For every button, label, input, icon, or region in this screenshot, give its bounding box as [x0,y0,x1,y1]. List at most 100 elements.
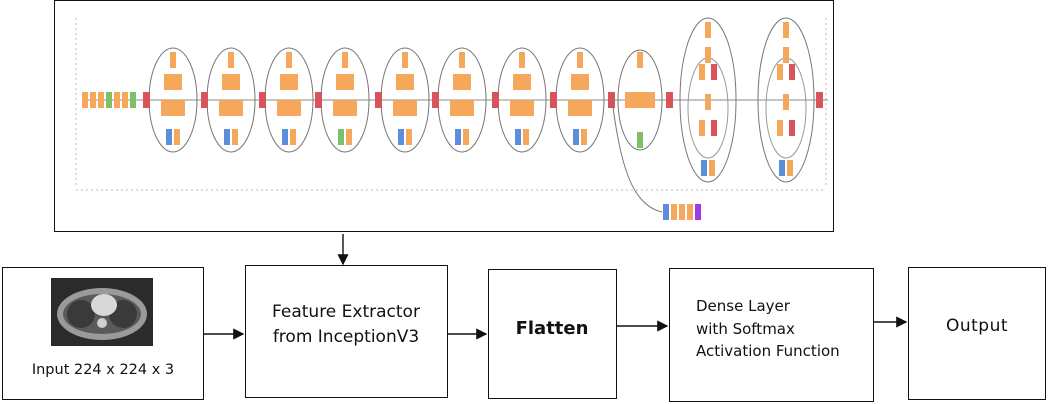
module-branch-layer [411,100,417,116]
aux-classifier-layer [679,204,685,220]
output-block: Output [908,267,1046,400]
module-branch-layer [228,74,234,90]
dense-layer-label: Dense Layer with Softmax Activation Func… [696,295,874,363]
feature-extractor-block: Feature Extractor from InceptionV3 [245,265,448,398]
module-branch-layer [237,100,243,116]
module-branch-layer [179,100,185,116]
module-branch-top [342,52,348,68]
module-branch-layer [574,100,580,116]
feature-extractor-line-1: Feature Extractor [272,302,420,322]
module-c-layer [777,120,783,136]
module-c-layer [789,120,795,136]
concat-layer [550,92,557,108]
reduction-layer [631,92,637,108]
module-branch-layer [516,100,522,116]
module-branch-layer [231,100,237,116]
aux-classifier-layer [663,204,669,220]
module-branch-top [228,52,234,68]
module-branch-layer [292,74,298,90]
reduction-layer [637,52,643,68]
module-pool-layer [346,129,352,145]
output-label: Output [945,316,1009,336]
module-branch-layer [408,74,414,90]
final-concat-layer [816,92,823,108]
module-branch-layer [333,100,339,116]
module-branch-layer [450,100,456,116]
stem-layer [82,92,88,108]
module-c-pool [787,160,793,176]
module-branch-top [519,52,525,68]
concat-layer [201,92,208,108]
module-branch-layer [568,100,574,116]
module-branch-layer [519,74,525,90]
dense-line-1: Dense Layer [696,297,790,315]
module-branch-layer [280,74,286,90]
module-branch-layer [336,74,342,90]
module-branch-layer [295,100,301,116]
module-branch-layer [465,74,471,90]
module-branch-layer [393,100,399,116]
input-label: Input 224 x 224 x 3 [31,362,175,378]
module-pool-layer [290,129,296,145]
module-c-layer [699,64,705,80]
stem-layer [106,92,112,108]
stem-layer [122,92,128,108]
module-branch-layer [176,74,182,90]
module-c-layer [783,22,789,38]
module-pool-layer [581,129,587,145]
module-branch-layer [396,74,402,90]
concat-layer [143,92,150,108]
reduction-outline [617,49,663,151]
concat-layer [315,92,322,108]
concat-layer [608,92,615,108]
module-branch-layer [234,74,240,90]
module-pool-layer [338,129,344,145]
module-branch-top [170,52,176,68]
ct-scan-image [51,278,153,346]
module-pool-layer [166,129,172,145]
module-branch-layer [577,74,583,90]
module-c-outline [757,17,815,183]
module-branch-layer [277,100,283,116]
module-branch-layer [351,100,357,116]
module-pool-layer [515,129,521,145]
stem-layer [130,92,136,108]
concat-layer [432,92,439,108]
module-branch-top [286,52,292,68]
reduction-layer [643,92,649,108]
stem-layer [90,92,96,108]
reduction-layer [625,92,631,108]
reduction-pool [637,132,643,148]
module-branch-top [459,52,465,68]
module-branch-layer [342,74,348,90]
module-branch-layer [399,100,405,116]
module-branch-layer [528,100,534,116]
aux-classifier-layer [687,204,693,220]
module-branch-layer [510,100,516,116]
module-branch-layer [513,74,519,90]
module-pool-layer [463,129,469,145]
module-branch-layer [456,100,462,116]
module-branch-layer [283,100,289,116]
aux-branch-line [611,99,663,213]
module-pool-layer [406,129,412,145]
module-branch-layer [453,74,459,90]
module-branch-top [577,52,583,68]
module-c-pool [779,160,785,176]
module-c-layer [711,64,717,80]
module-c-pool [709,160,715,176]
module-c-outline [679,17,737,183]
module-pool-layer [232,129,238,145]
module-branch-layer [348,74,354,90]
module-branch-layer [286,74,292,90]
module-branch-layer [586,100,592,116]
aux-classifier-layer [671,204,677,220]
module-branch-layer [164,74,170,90]
module-branch-layer [225,100,231,116]
module-pool-layer [573,129,579,145]
stem-layer [98,92,104,108]
module-branch-layer [571,74,577,90]
stem-layer [114,92,120,108]
